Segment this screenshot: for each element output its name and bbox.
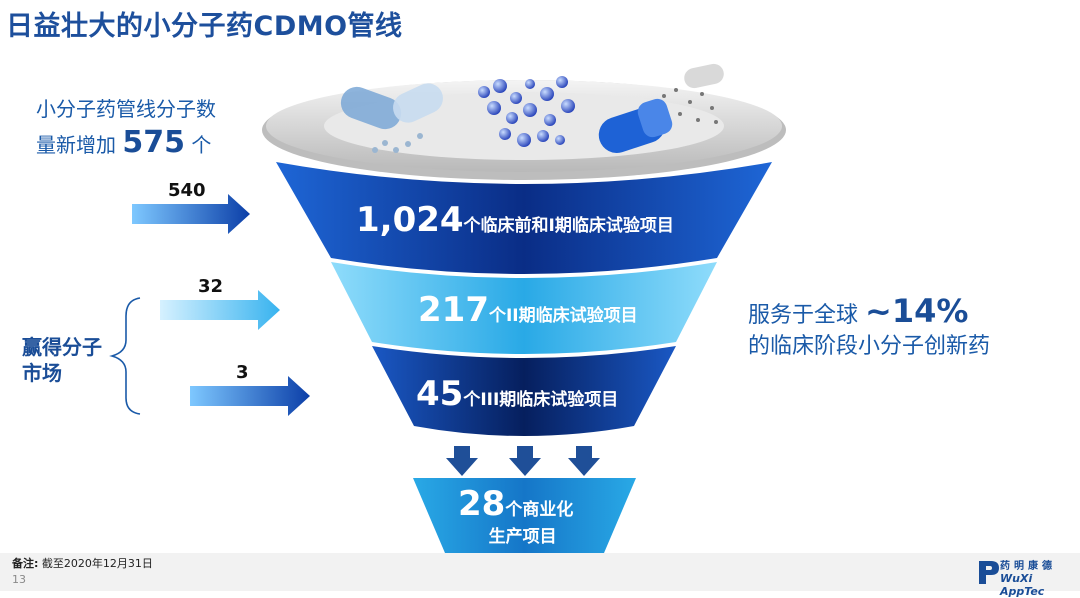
stage-1-desc: 个临床前和I期临床试验项目 xyxy=(463,216,674,236)
brace-icon xyxy=(109,297,141,415)
capsule-left-icon xyxy=(340,83,443,153)
stage-2-number: 217 xyxy=(418,290,489,330)
intro-line-1: 小分子药管线分子数 xyxy=(36,97,216,121)
stage-1-band xyxy=(276,162,772,274)
arrow-value-3: 3 xyxy=(236,362,249,383)
molecule-cluster-icon xyxy=(478,76,575,147)
arrow-stage-3-icon xyxy=(190,376,310,416)
global-share-number: ~14% xyxy=(865,292,969,330)
down-arrow-icon xyxy=(446,446,478,476)
arrow-value-2: 32 xyxy=(198,276,224,297)
stage-2-desc: 个II期临床试验项目 xyxy=(488,306,638,326)
stage-2-band xyxy=(331,262,717,354)
stage-3-label: 45个III期临床试验项目 xyxy=(416,374,618,414)
stage-4-desc-2: 生产项目 xyxy=(488,527,557,547)
funnel-rim xyxy=(262,80,786,180)
stage-4-number: 28 xyxy=(458,484,506,524)
stage-3-desc: 个III期临床试验项目 xyxy=(463,390,619,410)
stage-1-number: 1,024 xyxy=(356,200,464,240)
page-number: 13 xyxy=(12,573,26,586)
brace-label: 赢得分子 市场 xyxy=(22,335,102,385)
arrow-value-1: 540 xyxy=(168,180,206,201)
footnote: 备注: 截至2020年12月31日 xyxy=(12,557,153,570)
stage-3-number: 45 xyxy=(416,374,464,414)
down-arrow-icon xyxy=(509,446,541,476)
down-arrow-icon xyxy=(568,446,600,476)
intro-line-2: 量新增加 575 个 xyxy=(36,125,212,160)
stage-4-block xyxy=(413,478,636,553)
stage-3-band xyxy=(372,346,676,436)
stage-4-desc: 个商业化 xyxy=(505,500,574,520)
wuxi-apptec-logo-icon xyxy=(979,561,999,584)
arrow-stage-1-icon xyxy=(132,194,250,234)
capsule-right-icon xyxy=(598,63,724,153)
stage-1-label: 1,024个临床前和I期临床试验项目 xyxy=(356,200,674,240)
logo-cn-text: 药明康德 xyxy=(1000,561,1056,572)
increase-number: 575 xyxy=(122,125,185,160)
arrow-stage-2-icon xyxy=(160,290,280,330)
page-title: 日益壮大的小分子药CDMO管线 xyxy=(6,11,403,42)
stage-4-label: 28个商业化 生产项目 xyxy=(458,484,573,547)
stage-2-label: 217个II期临床试验项目 xyxy=(418,290,638,330)
global-share-text: 服务于全球 ~14% 的临床阶段小分子创新药 xyxy=(748,292,991,359)
footer-bar xyxy=(0,553,1080,591)
pipeline-increase-text: 小分子药管线分子数 量新增加 575 个 xyxy=(36,92,216,162)
logo-en-text: WuXi AppTec xyxy=(1000,572,1045,598)
